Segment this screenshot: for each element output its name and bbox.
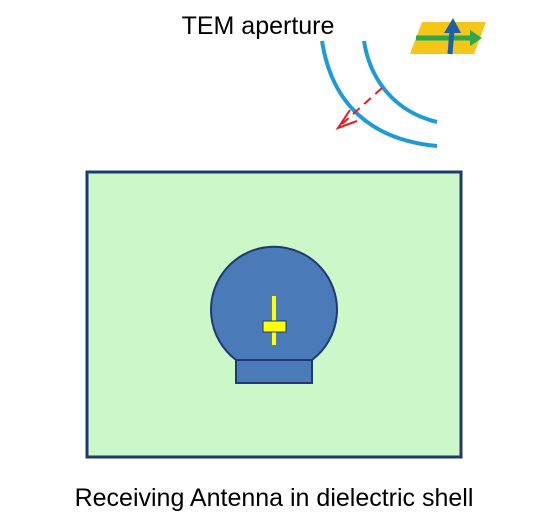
polarization-vertical-axis: [447, 29, 455, 55]
incident-arrowhead: [335, 109, 358, 130]
wavefront-outer: [320, 40, 438, 148]
diagram-caption: Receiving Antenna in dielectric shell: [75, 484, 474, 512]
incident-arrow-line: [341, 87, 383, 125]
wavefront-inner: [362, 40, 438, 124]
wavefronts: [320, 40, 438, 148]
receiving-antenna: [262, 296, 287, 345]
polarization-horizontal-arrowhead: [470, 30, 482, 46]
polarization-vertical-arrowhead: [444, 18, 461, 33]
aperture-label: TEM aperture: [182, 12, 335, 40]
incident-direction-arrow: [335, 87, 383, 130]
polarization-indicator-icon: [410, 18, 486, 55]
antenna-feed: [262, 320, 287, 333]
